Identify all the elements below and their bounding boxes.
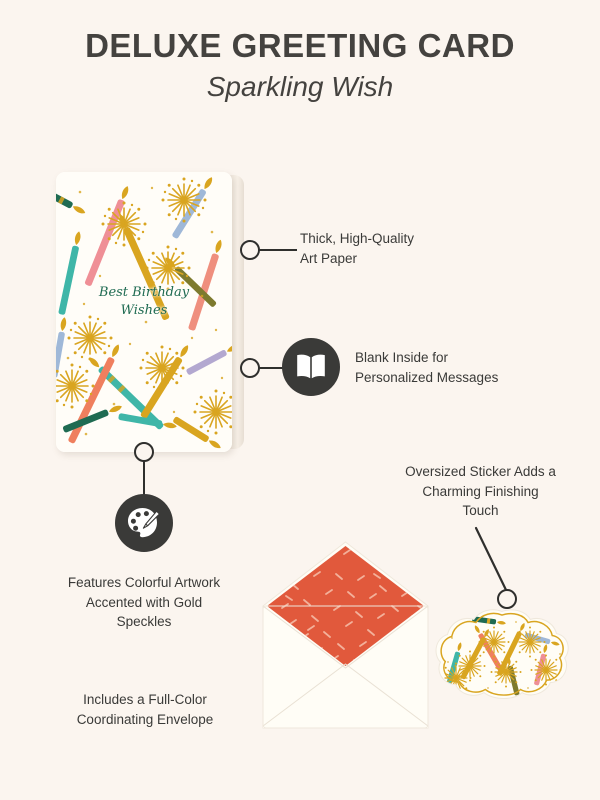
callout-text-artwork: Features Colorful Artwork Accented with … [67,575,221,630]
connector-dot-blank-inside [240,358,260,378]
card-greeting-text: Best Birthday Wishes [98,285,190,318]
blank-inside-icon-badge [282,338,340,396]
artwork-icon-badge [115,494,173,552]
callout-text-blank-inside: Blank Inside for Personalized Messages [355,350,499,385]
connector-line-blank-inside [259,367,284,369]
connector-dot-sticker [497,589,517,609]
page-title: DELUXE GREETING CARD [85,27,515,64]
envelope-illustration [262,541,429,729]
callout-text-sticker: Oversized Sticker Adds a Charming Finish… [405,464,556,519]
connector-line-artwork [143,461,145,497]
callout-text-paper: Thick, High-Quality Art Paper [300,231,415,266]
paint-palette-icon [128,508,160,538]
connector-dot-paper [240,240,260,260]
connector-line-sticker [474,526,509,594]
envelope-graphic [258,540,433,730]
open-book-icon [297,354,325,379]
connector-dot-artwork [134,442,154,462]
connector-line-paper [259,249,297,251]
callout-text-envelope: Includes a Full-Color Coordinating Envel… [76,692,214,727]
sticker-illustration [435,609,569,699]
card-artwork [56,172,232,452]
greeting-card-graphic: Best Birthday Wishes [56,172,244,452]
sticker-graphic [432,608,572,704]
page-subtitle: Sparkling Wish [206,71,394,103]
card-spine [230,175,244,449]
card-front-face: Best Birthday Wishes [56,172,232,452]
header: DELUXE GREETING CARD Sparkling Wish [0,27,600,103]
